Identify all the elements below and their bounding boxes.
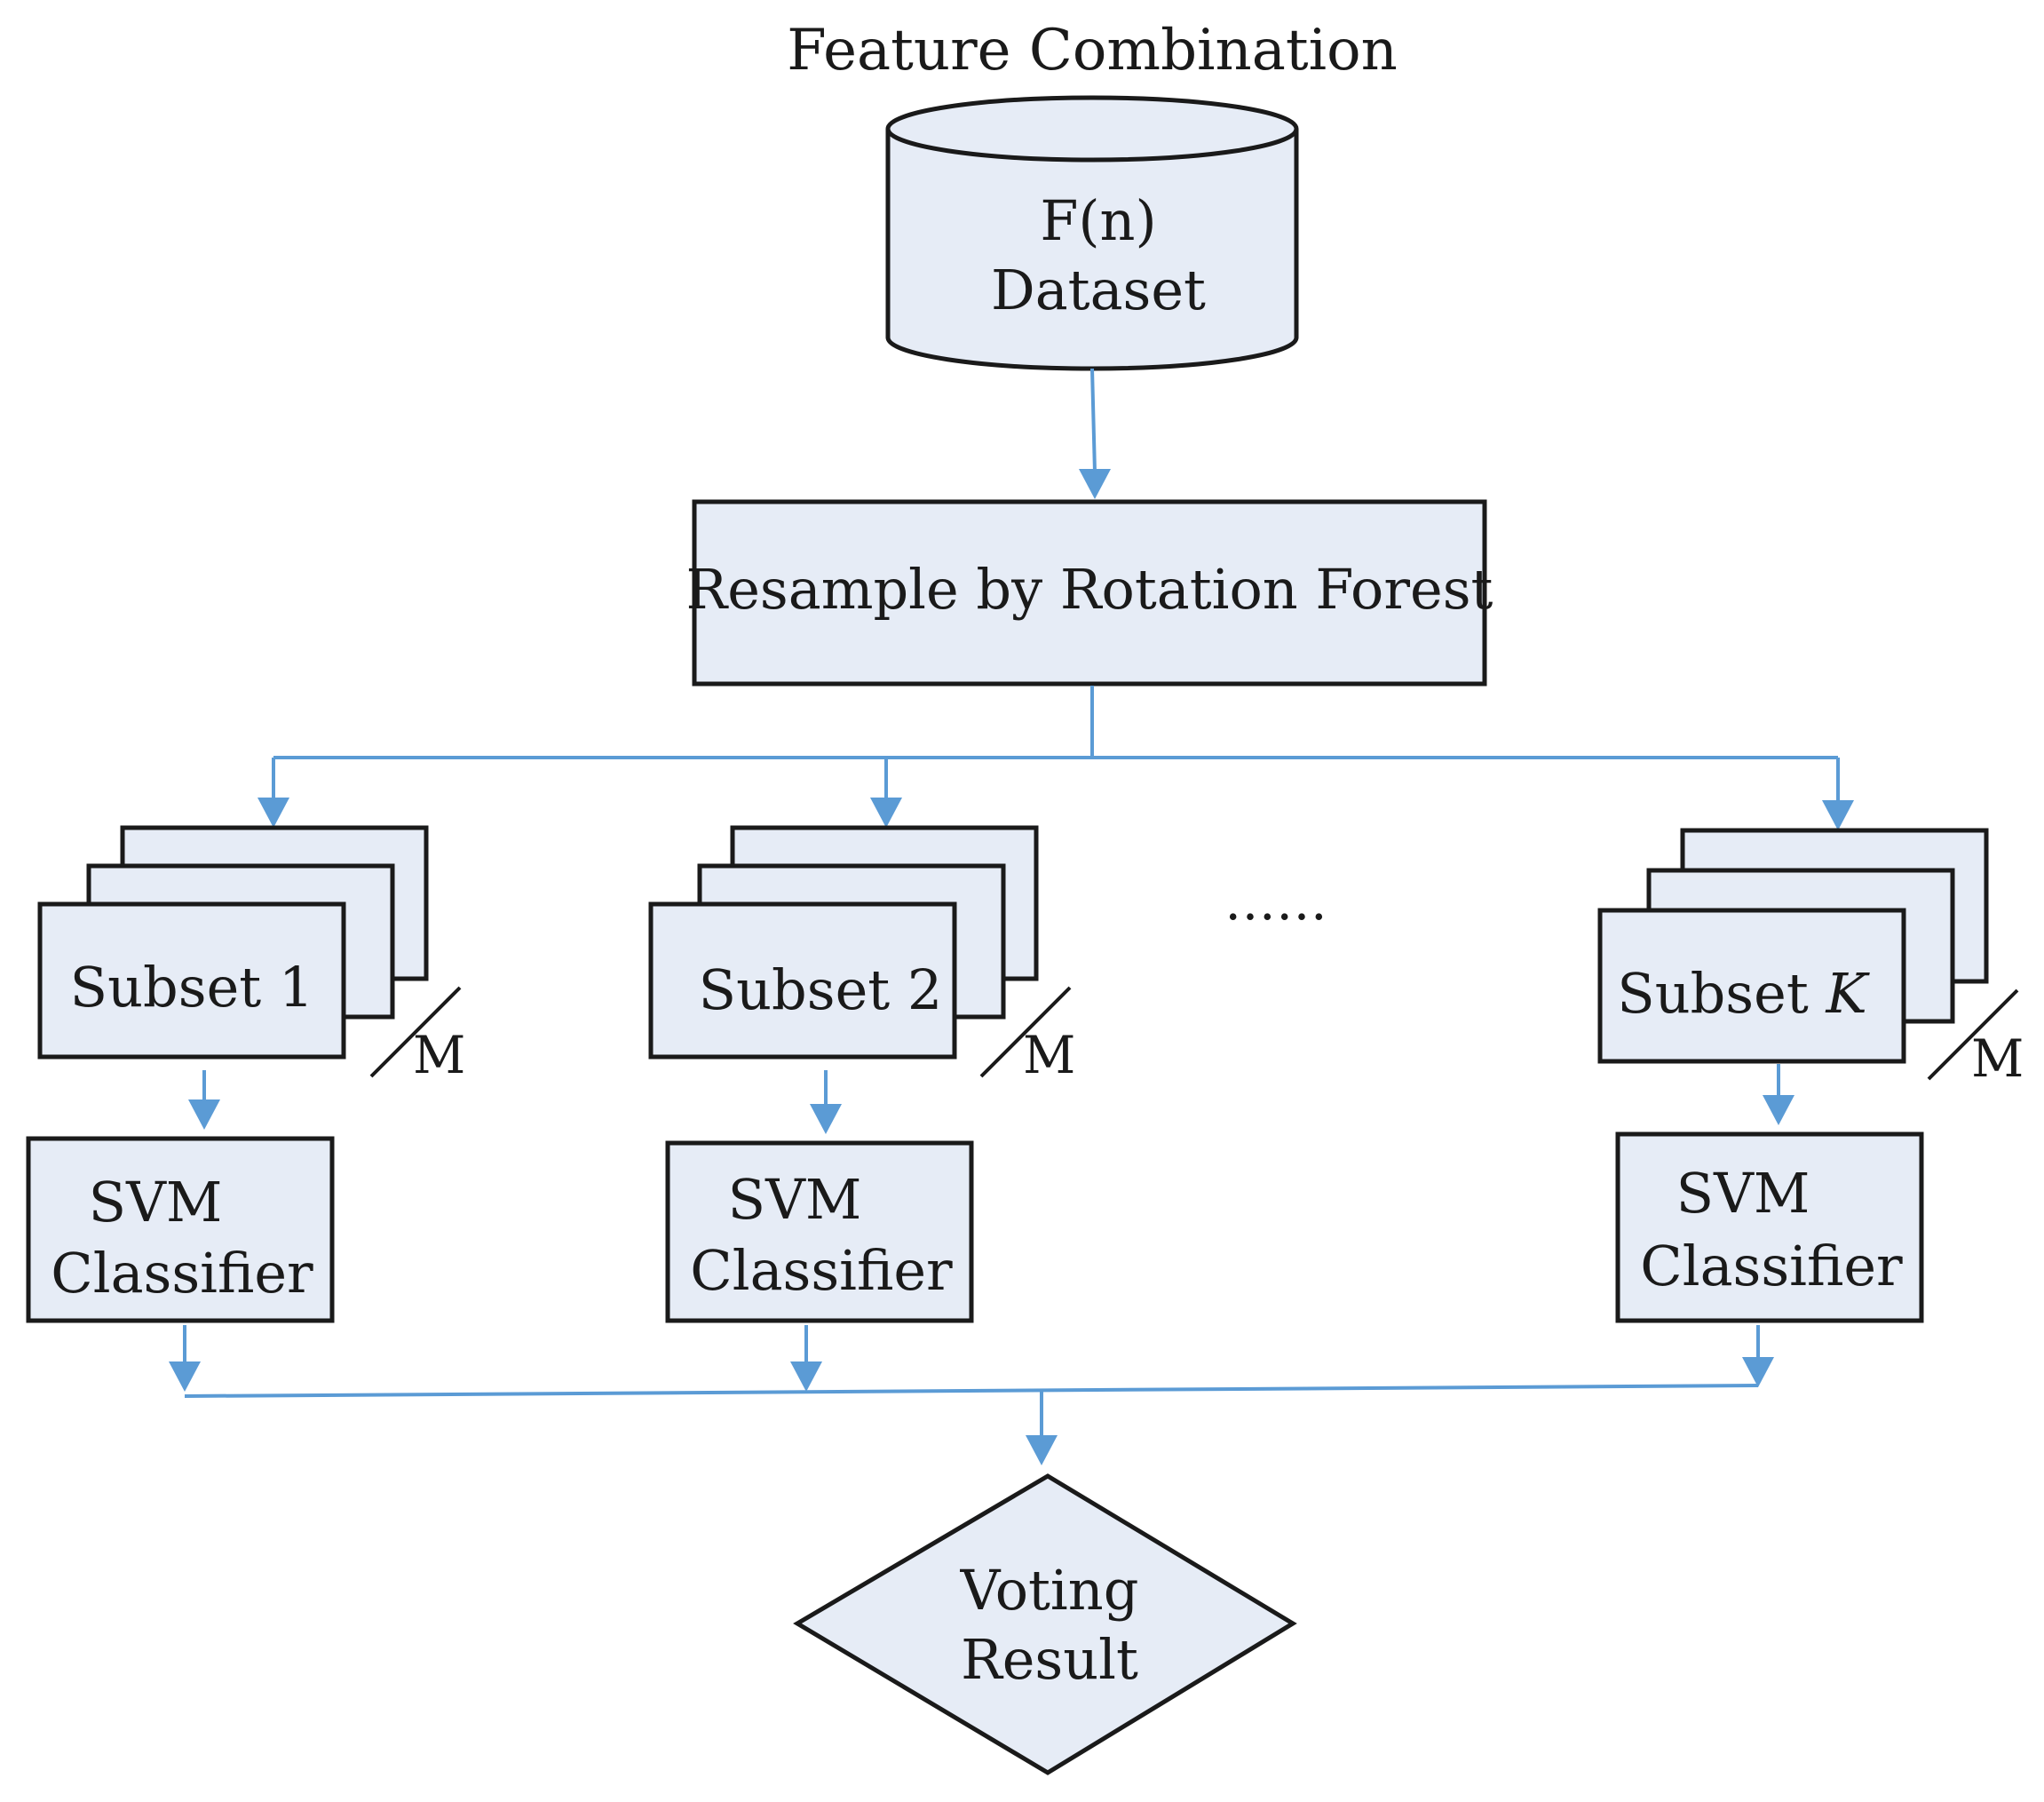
subset-2-m-label: M <box>1023 1025 1075 1085</box>
resample-box: Resample by Rotation Forest <box>686 499 1493 687</box>
branch-connector <box>257 686 1854 830</box>
resample-label: Resample by Rotation Forest <box>686 557 1493 622</box>
arrow-dataset-to-resample <box>1079 368 1111 499</box>
ellipsis: …… <box>1224 871 1327 932</box>
subset-stack-1: Subset 1 M <box>37 825 465 1085</box>
merge-connector <box>169 1325 1774 1465</box>
subset-1-m-label: M <box>413 1025 465 1085</box>
classifier-2-line2: Classifier <box>690 1238 953 1303</box>
classifier-k-line1: SVM <box>1676 1161 1810 1226</box>
multiplicity-slash-2 <box>979 986 1072 1078</box>
dataset-label-line1: F(n) <box>1040 188 1156 253</box>
subset-stack-2: Subset 2 M <box>648 825 1075 1085</box>
classifier-2-line1: SVM <box>728 1167 862 1232</box>
classifier-1-line1: SVM <box>89 1170 223 1234</box>
multiplicity-slash-k <box>1927 988 2019 1081</box>
voting-line1: Voting <box>960 1558 1139 1623</box>
voting-diamond: Voting Result <box>793 1473 1297 1775</box>
classifier-1-line2: Classifier <box>51 1241 313 1306</box>
classifier-box-1: SVM Classifier <box>26 1136 335 1323</box>
voting-line2: Result <box>961 1627 1138 1692</box>
subset-k-label: Subset K <box>1617 961 1870 1026</box>
diagram-title: Feature Combination <box>787 18 1398 83</box>
classifier-k-line2: Classifier <box>1640 1234 1903 1298</box>
dataset-label-line2: Dataset <box>991 258 1206 322</box>
multiplicity-slash-1 <box>369 986 462 1078</box>
classifier-box-2: SVM Classifier <box>665 1140 974 1323</box>
subset-2-label: Subset 2 <box>699 957 943 1022</box>
classifier-box-k: SVM Classifier <box>1615 1131 1924 1323</box>
subset-1-label: Subset 1 <box>70 955 314 1020</box>
subset-k-m-label: M <box>1971 1028 2024 1089</box>
subset-stack-k: Subset K M <box>1597 828 2024 1089</box>
arrows-subset-to-classifier <box>188 1064 1794 1134</box>
dataset-cylinder: F(n) Dataset <box>885 95 1299 371</box>
